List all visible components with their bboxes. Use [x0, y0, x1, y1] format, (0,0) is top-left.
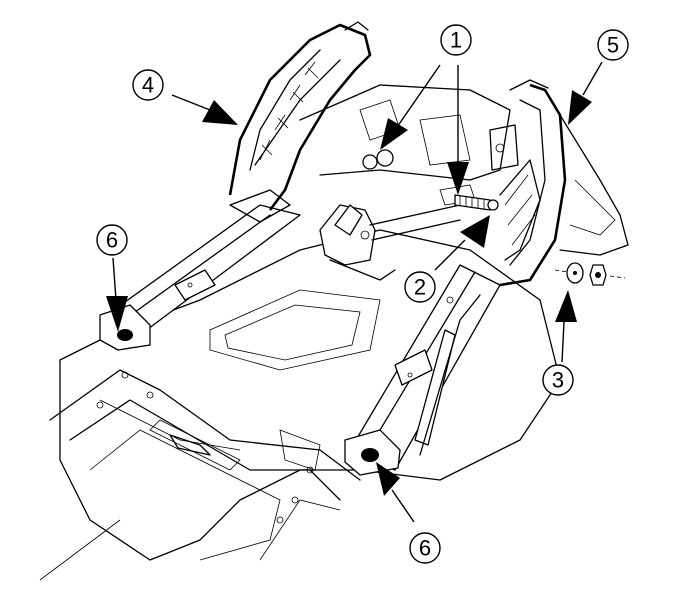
- callout-6-bottom: 6: [376, 462, 441, 564]
- callout-2-label: 2: [414, 275, 426, 300]
- callout-2-circle: [404, 271, 436, 303]
- right-seat-rail: [344, 264, 501, 476]
- callout-2: 2: [404, 215, 490, 303]
- rear-bulkhead: [299, 84, 519, 206]
- callout-5: 5: [568, 29, 629, 125]
- callout-4-label: 4: [142, 73, 154, 98]
- callout-5-circle: [597, 29, 629, 61]
- callout-6-left: 6: [96, 224, 128, 332]
- callout-4-circle: [132, 69, 164, 101]
- callout-3: 3: [542, 290, 577, 396]
- callout-1-circle: [440, 24, 472, 56]
- callout-3-circle: [542, 364, 574, 396]
- center-latch: [319, 204, 461, 281]
- right-seat-frame: [499, 79, 629, 287]
- callout-6-bottom-label: 6: [419, 536, 431, 561]
- callout-1: 1: [380, 24, 472, 195]
- floor-pan: [39, 229, 561, 581]
- bolts: [362, 149, 499, 211]
- callout-3-label: 3: [552, 368, 564, 393]
- left-seat-rail: [99, 189, 301, 351]
- left-seat-frame: [228, 21, 372, 211]
- callout-4: 4: [132, 69, 238, 125]
- callout-6-left-circle: [96, 224, 128, 256]
- callout-6-bottom-circle: [409, 532, 441, 564]
- callout-5-label: 5: [607, 33, 619, 58]
- callout-6-left-label: 6: [106, 228, 118, 253]
- callout-1-label: 1: [450, 28, 462, 53]
- washer-and-nut: [554, 262, 626, 286]
